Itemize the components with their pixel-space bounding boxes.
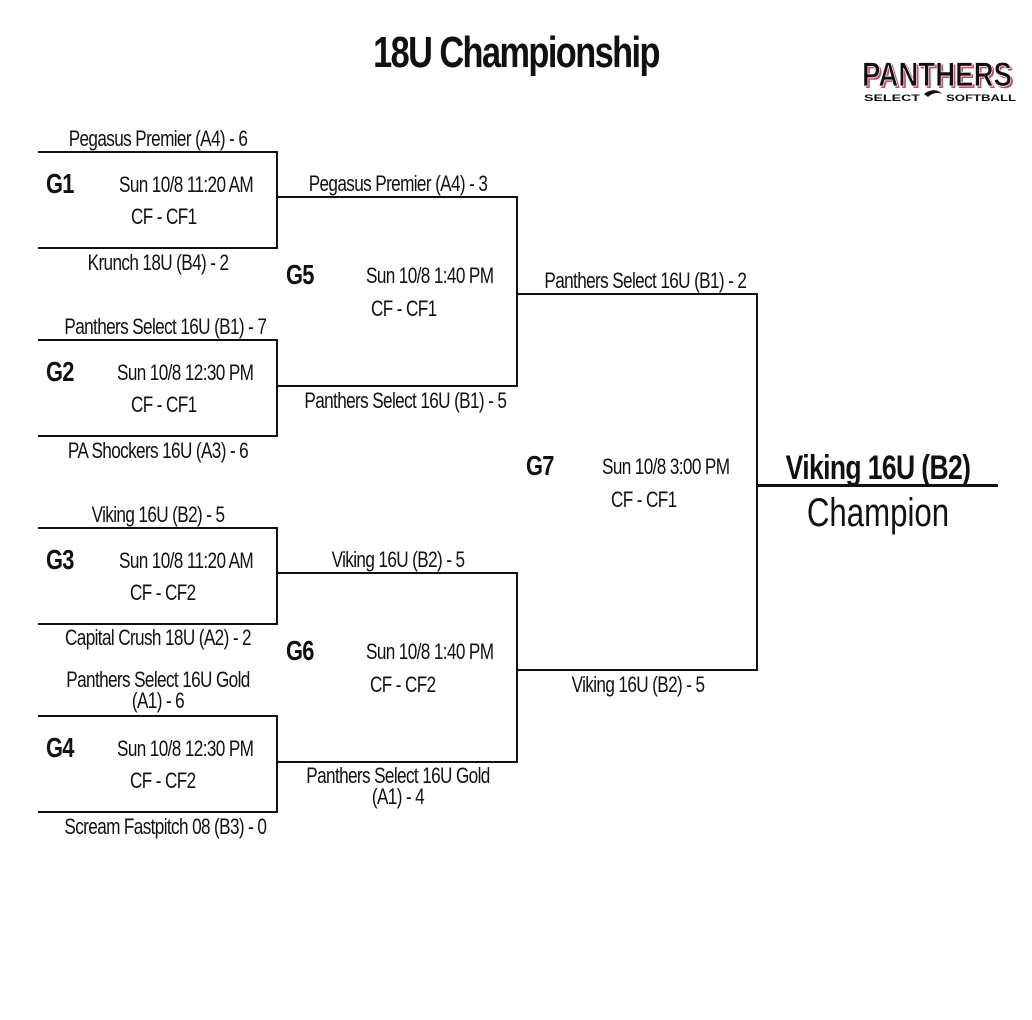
g1-label: G1: [46, 168, 74, 199]
g2-bottom-line: [38, 435, 278, 437]
g2-label: G2: [46, 356, 74, 387]
g3-label: G3: [46, 544, 74, 575]
page-title: 18U Championship: [373, 28, 660, 77]
g4-bottom-line: [38, 811, 278, 813]
g7-datetime: Sun 10/8 3:00 PM: [602, 454, 730, 479]
g4-top-team-line2: (A1) - 6: [131, 688, 185, 713]
g2-top-line: [38, 339, 278, 341]
g7-label: G7: [526, 450, 554, 481]
panthers-logo: PANTHERS PANTHERS SELECT SOFTBALL: [862, 56, 1017, 103]
g4-bottom-team: Scream Fastpitch 08 (B3) - 0: [64, 814, 267, 839]
g3-field: CF - CF2: [130, 580, 196, 605]
g1-top-line: [38, 151, 278, 153]
g3-top-team: Viking 16U (B2) - 5: [91, 502, 225, 527]
g1-bottom-line: [38, 247, 278, 249]
champion-name: Viking 16U (B2): [785, 449, 971, 487]
g3-bottom-line: [38, 623, 278, 625]
champion-line: [756, 484, 998, 487]
g1-datetime: Sun 10/8 11:20 AM: [119, 172, 254, 197]
g6-datetime: Sun 10/8 1:40 PM: [366, 639, 494, 664]
g5-bottom-line: [276, 385, 518, 387]
g4-top-line: [38, 715, 278, 717]
g2-bottom-team: PA Shockers 16U (A3) - 6: [67, 438, 249, 463]
g1-bottom-team: Krunch 18U (B4) - 2: [87, 250, 229, 275]
g1-connector: [276, 151, 278, 249]
g4-field: CF - CF2: [130, 768, 196, 793]
g5-datetime: Sun 10/8 1:40 PM: [366, 263, 494, 288]
g7-field: CF - CF1: [611, 487, 677, 512]
g7-connector: [756, 293, 758, 671]
g7-bottom-team: Viking 16U (B2) - 5: [571, 672, 705, 697]
g6-label: G6: [286, 635, 314, 666]
g6-field: CF - CF2: [370, 672, 436, 697]
g1-top-team: Pegasus Premier (A4) - 6: [68, 126, 248, 151]
g1-field: CF - CF1: [131, 204, 197, 229]
g6-connector: [516, 572, 518, 763]
g7-top-line: [516, 293, 758, 295]
champion-label: Champion: [806, 491, 950, 535]
g3-connector: [276, 527, 278, 625]
g6-top-team: Viking 16U (B2) - 5: [331, 547, 465, 572]
g4-top-team-line1: Panthers Select 16U Gold: [66, 667, 250, 692]
g5-field: CF - CF1: [371, 296, 437, 321]
g7-bottom-line: [516, 669, 758, 671]
g2-datetime: Sun 10/8 12:30 PM: [117, 360, 254, 385]
g6-bottom-line: [276, 761, 518, 763]
g3-bottom-team: Capital Crush 18U (A2) - 2: [65, 625, 252, 650]
g5-top-team: Pegasus Premier (A4) - 3: [308, 171, 488, 196]
g5-connector: [516, 196, 518, 387]
g2-field: CF - CF1: [131, 392, 197, 417]
g4-label: G4: [46, 732, 74, 763]
logo-sub-right: SOFTBALL: [946, 93, 1017, 103]
g4-datetime: Sun 10/8 12:30 PM: [117, 736, 254, 761]
g3-datetime: Sun 10/8 11:20 AM: [119, 548, 254, 573]
g7-top-team: Panthers Select 16U (B1) - 2: [544, 268, 747, 293]
logo-main-text: PANTHERS: [862, 56, 1012, 94]
g6-top-line: [276, 572, 518, 574]
logo-main-shadow: PANTHERS: [864, 58, 1014, 96]
g3-top-line: [38, 527, 278, 529]
g5-bottom-team: Panthers Select 16U (B1) - 5: [304, 388, 507, 413]
g6-bottom-team-line2: (A1) - 4: [371, 784, 425, 809]
logo-sub-left: SELECT: [864, 93, 921, 103]
g5-top-line: [276, 196, 518, 198]
g4-connector: [276, 715, 278, 813]
g2-connector: [276, 339, 278, 437]
g5-label: G5: [286, 259, 314, 290]
g6-bottom-team-line1: Panthers Select 16U Gold: [306, 763, 490, 788]
panther-head-icon: [924, 90, 942, 97]
g2-top-team: Panthers Select 16U (B1) - 7: [64, 314, 267, 339]
